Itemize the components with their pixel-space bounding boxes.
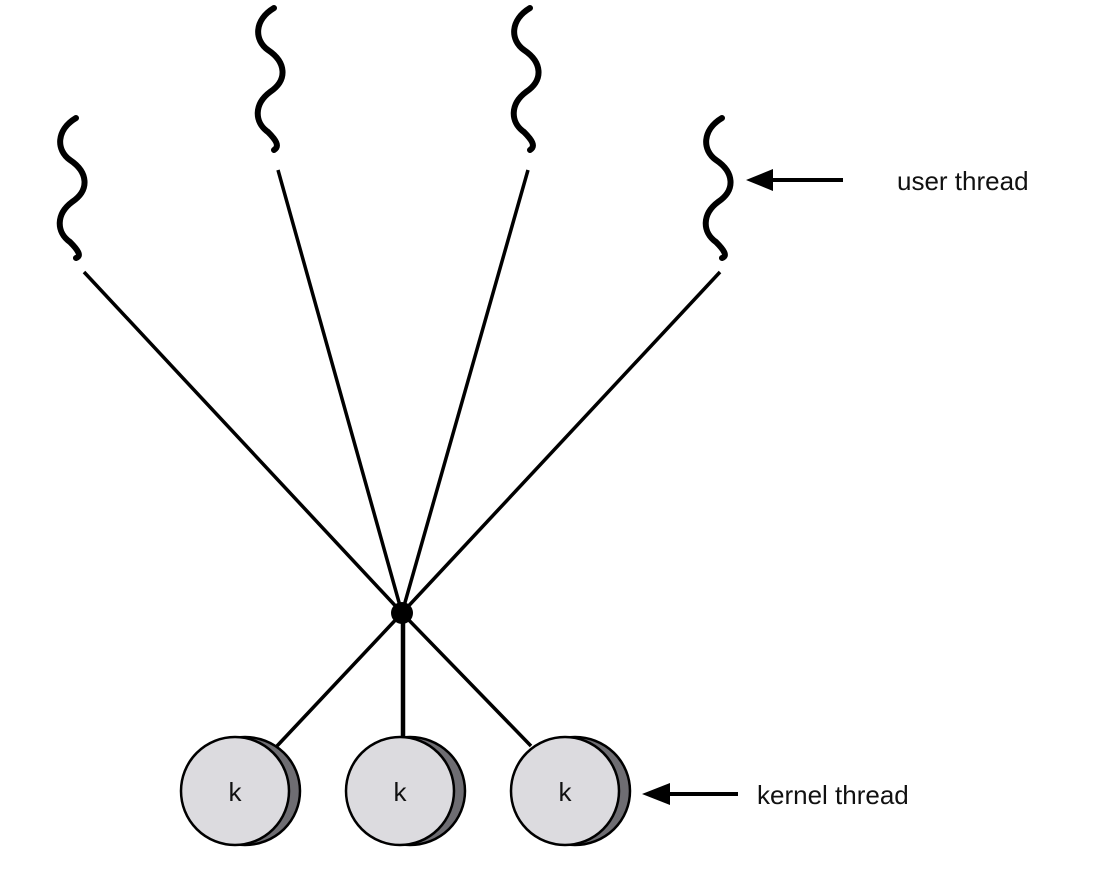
user-thread-1: [56, 115, 88, 261]
user-thread-label: user thread: [897, 166, 1029, 196]
kernel-threads: k k k: [179, 735, 632, 847]
connection-kernel-1: [275, 611, 404, 748]
user-threads: [56, 5, 734, 261]
user-thread-4: [702, 115, 734, 261]
connection-kernel-3: [400, 611, 533, 748]
user-thread-2: [254, 5, 286, 153]
kernel-thread-label: k: [559, 777, 573, 807]
arrow-left-icon: [746, 169, 773, 191]
user-thread-callout: user thread: [746, 166, 1029, 196]
user-thread-3: [510, 5, 542, 153]
kernel-thread-face: [509, 735, 621, 847]
connection-user-1: [82, 270, 404, 615]
kernel-thread-2: k: [344, 735, 467, 847]
kernel-connections: [275, 611, 533, 748]
kernel-thread-label: k: [229, 777, 243, 807]
multiplexing-point: [391, 602, 413, 624]
connection-user-3: [400, 169, 530, 614]
connection-user-2: [276, 169, 404, 614]
kernel-thread-label: kernel thread: [757, 780, 909, 810]
kernel-thread-callout: kernel thread: [642, 780, 909, 810]
kernel-thread-label: k: [394, 777, 408, 807]
kernel-thread-1: k: [179, 735, 302, 847]
kernel-thread-face: [344, 735, 456, 847]
connection-user-4: [400, 270, 722, 615]
user-connections: [82, 169, 722, 615]
kernel-thread-3: k: [509, 735, 632, 847]
kernel-thread-face: [179, 735, 291, 847]
arrow-left-icon: [642, 783, 670, 805]
